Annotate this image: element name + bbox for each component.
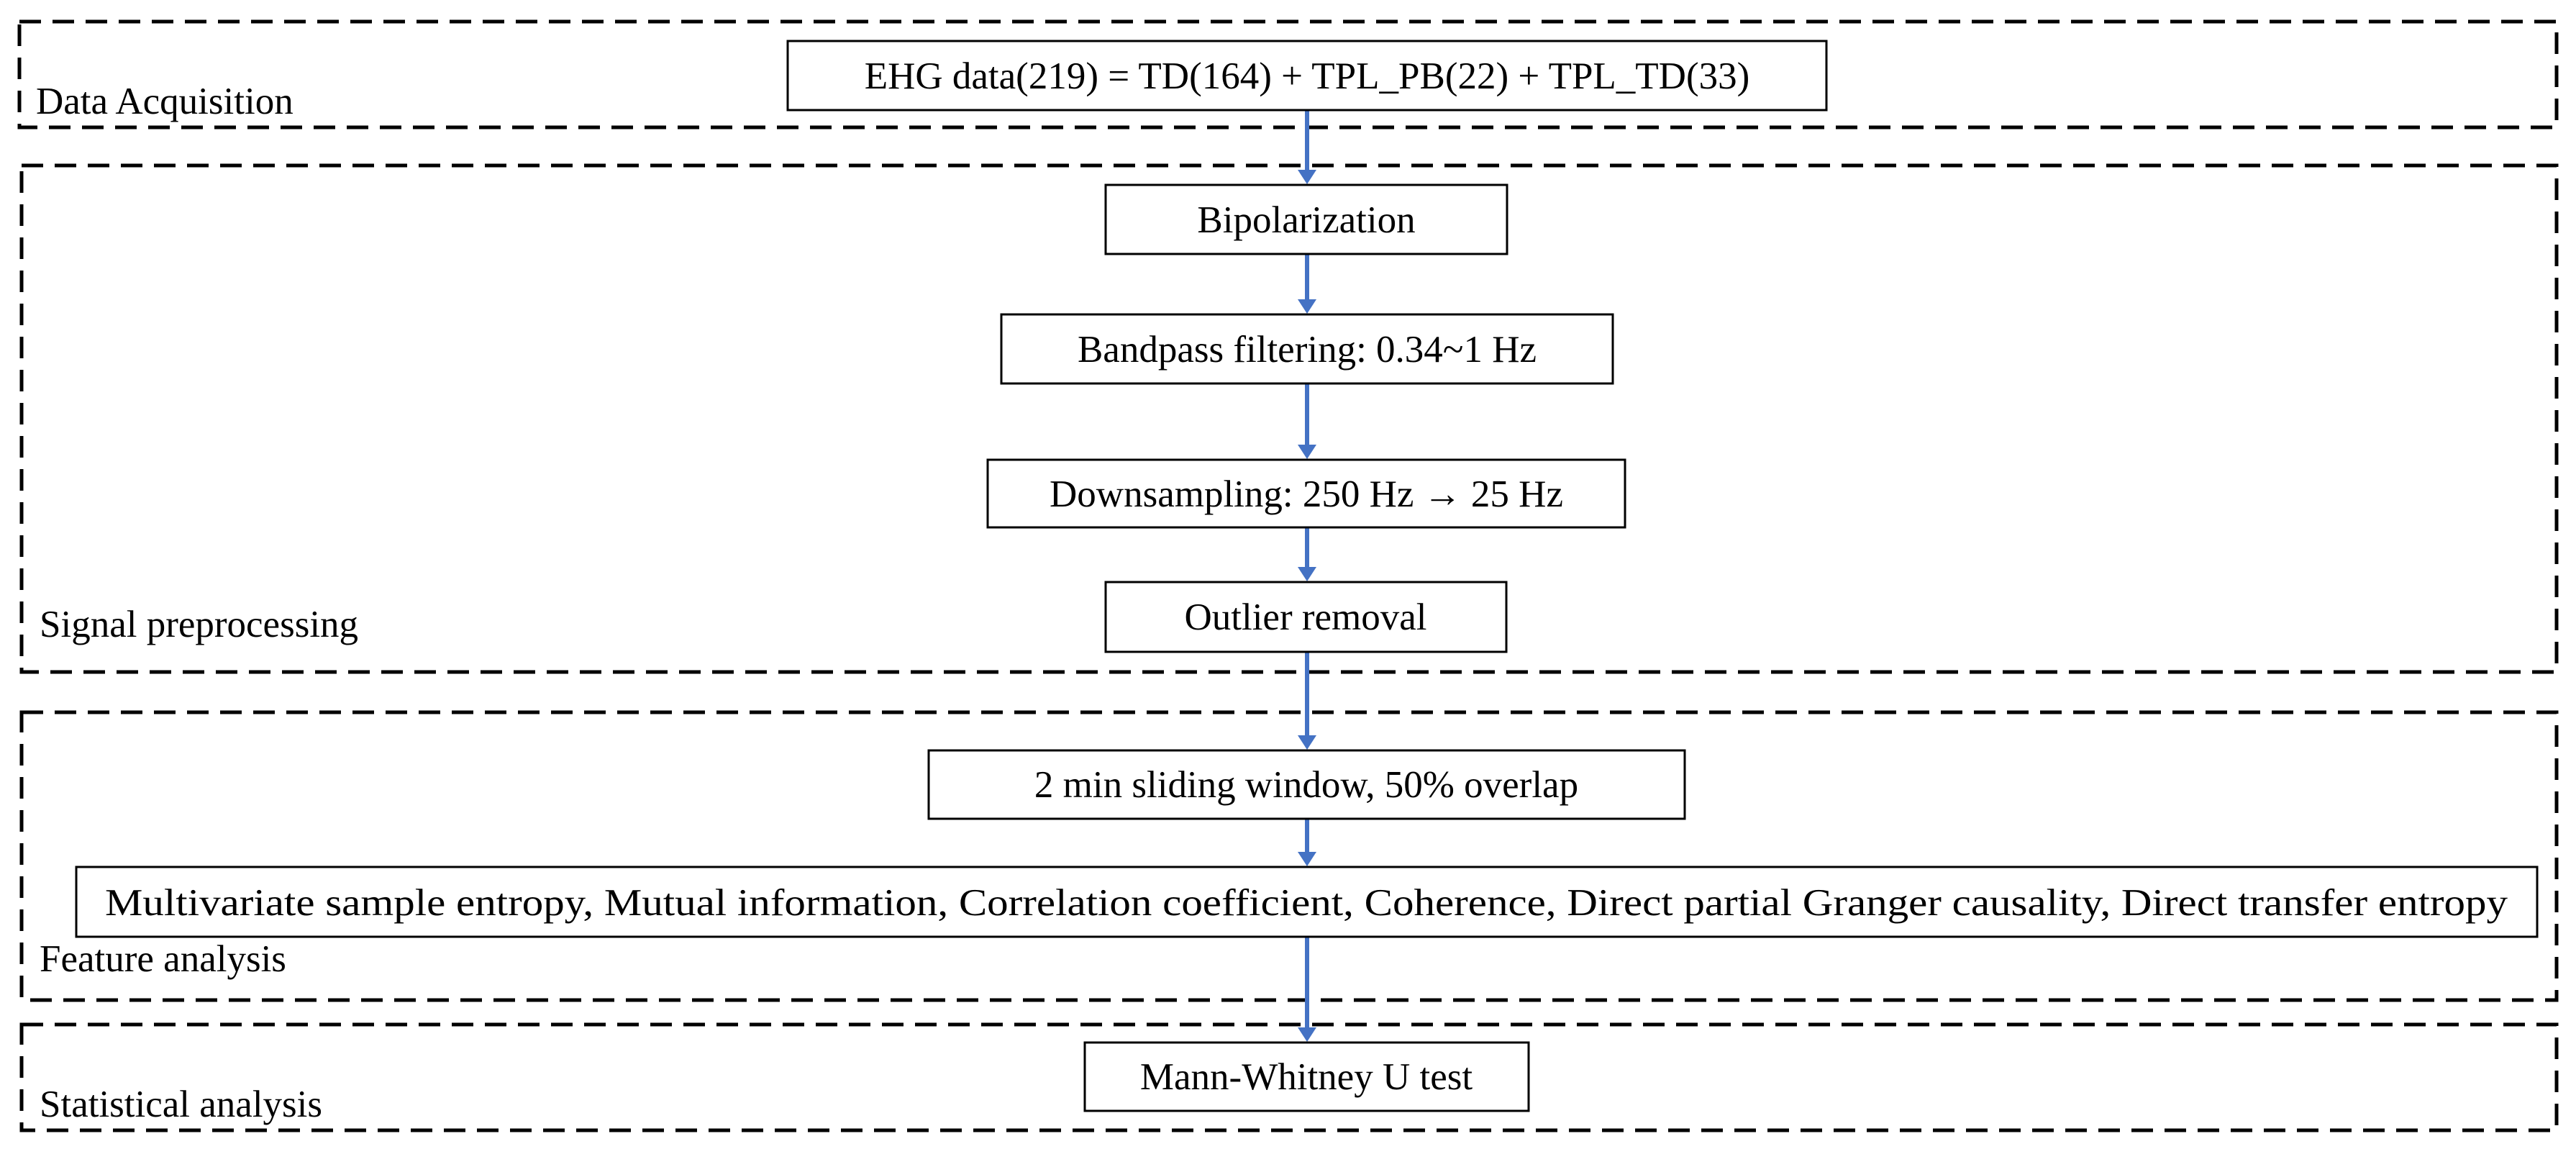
arrowhead — [1298, 567, 1316, 581]
step-label: Bandpass filtering: 0.34~1 Hz — [1078, 329, 1537, 371]
arrowhead — [1298, 445, 1316, 459]
step-bandpass-filtering: Bandpass filtering: 0.34~1 Hz — [1000, 313, 1614, 385]
arrowhead — [1298, 852, 1316, 866]
arrowhead — [1298, 735, 1316, 750]
step-label: Multivariate sample entropy, Mutual info… — [105, 882, 2508, 924]
step-box — [786, 40, 1828, 112]
step-label: Outlier removal — [1184, 596, 1426, 638]
step-box — [1104, 581, 1508, 653]
step-label: Bipolarization — [1197, 199, 1415, 241]
step-box — [1000, 313, 1614, 385]
step-box — [986, 458, 1626, 529]
step-sliding-window: 2 min sliding window, 50% overlap — [927, 749, 1686, 820]
section-label-data-acquisition: Data Acquisition — [36, 81, 293, 122]
section-label-signal-preprocessing: Signal preprocessing — [40, 604, 358, 645]
group-signal-preprocessing — [19, 163, 2559, 674]
arrowhead — [1298, 299, 1316, 314]
step-box — [927, 749, 1686, 820]
section-label-statistical-analysis: Statistical analysis — [40, 1084, 322, 1125]
step-label: EHG data(219) = TD(164) + TPL_PB(22) + T… — [865, 55, 1750, 97]
step-box — [1083, 1041, 1530, 1112]
arrowhead — [1298, 170, 1316, 184]
group-feature-analysis — [19, 710, 2559, 1002]
step-box — [75, 866, 2539, 938]
step-label: 2 min sliding window, 50% overlap — [1034, 764, 1578, 806]
step-box — [1104, 183, 1508, 255]
arrows — [1298, 110, 1316, 1042]
step-outlier-removal: Outlier removal — [1104, 581, 1508, 653]
step-downsampling: Downsampling: 250 Hz → 25 Hz — [986, 458, 1626, 529]
step-bipolarization: Bipolarization — [1104, 183, 1508, 255]
step-ehg-data: EHG data(219) = TD(164) + TPL_PB(22) + T… — [786, 40, 1828, 112]
section-label-feature-analysis: Feature analysis — [40, 938, 286, 980]
step-mann-whitney: Mann-Whitney U test — [1083, 1041, 1530, 1112]
arrowhead — [1298, 1027, 1316, 1042]
group-data-acquisition — [17, 19, 2559, 130]
group-statistical-analysis — [19, 1022, 2559, 1132]
step-label: Mann-Whitney U test — [1140, 1056, 1473, 1098]
step-label: Downsampling: 250 Hz → 25 Hz — [1050, 473, 1563, 515]
step-feature-list: Multivariate sample entropy, Mutual info… — [75, 866, 2539, 938]
